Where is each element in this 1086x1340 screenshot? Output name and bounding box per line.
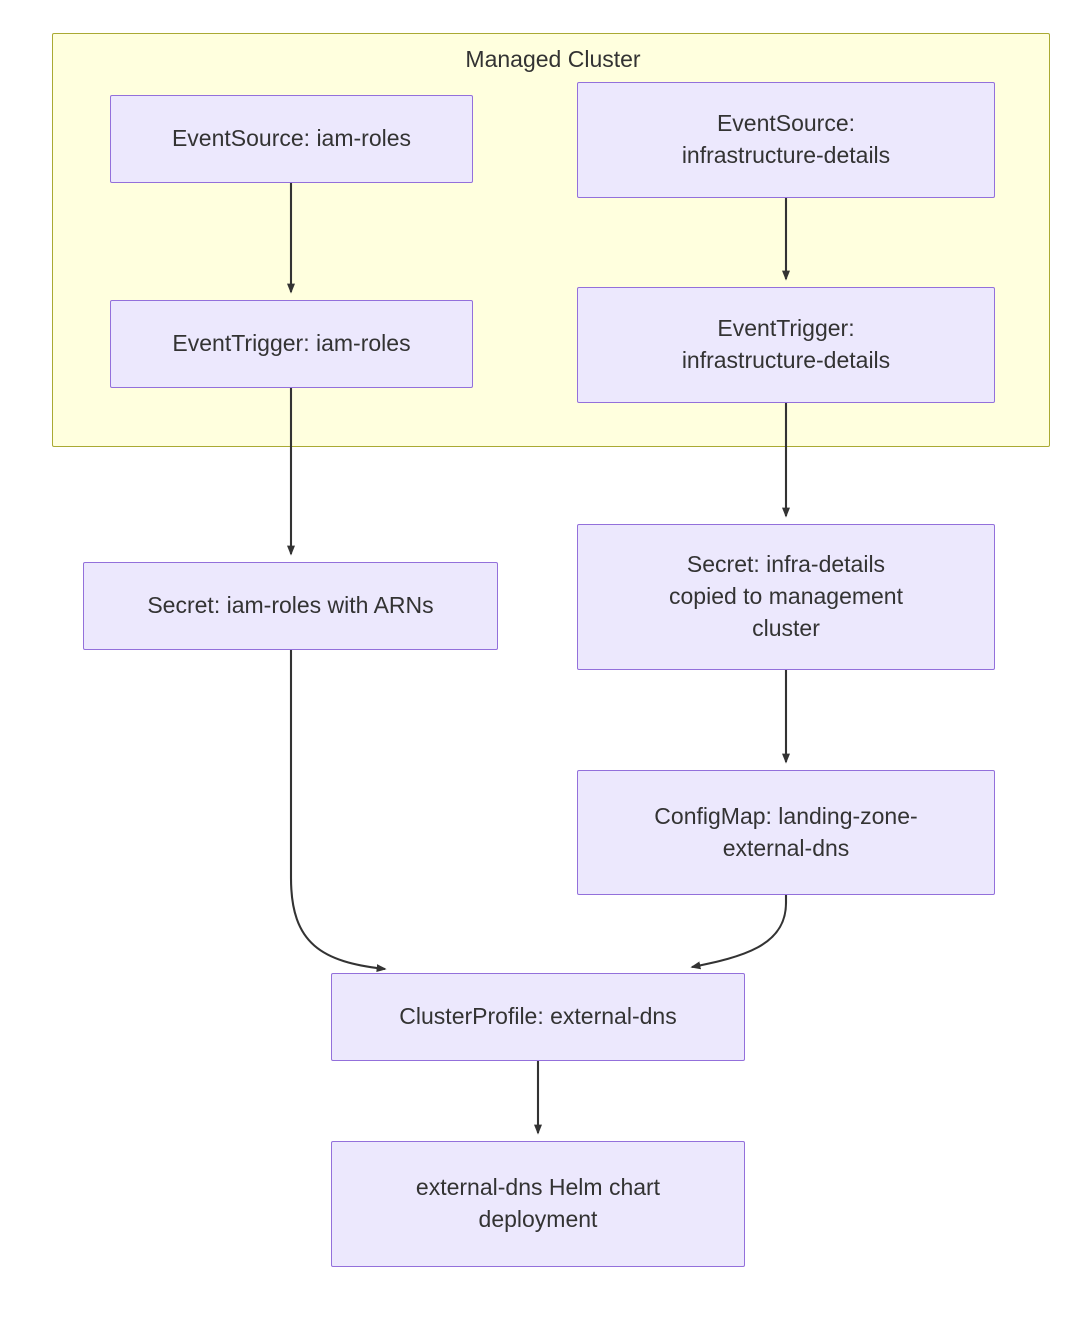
- edge-secret-iam-roles-to-clusterprofile: [289, 650, 387, 973]
- node-label: Secret: infra-details copied to manageme…: [669, 551, 903, 641]
- node-label: ConfigMap: landing-zone- external-dns: [654, 802, 918, 861]
- node-label: EventTrigger: infrastructure-details: [681, 315, 891, 373]
- node-label: EventTrigger: iam-roles: [172, 330, 411, 357]
- node-eventtrigger-iam-roles[interactable]: EventTrigger: iam-roles: [110, 300, 473, 388]
- node-eventsource-infrastructure-details[interactable]: EventSource: infrastructure-details: [577, 82, 995, 198]
- node-configmap-landing-zone-external-dns[interactable]: ConfigMap: landing-zone- external-dns: [577, 770, 995, 895]
- node-label: EventSource: iam-roles: [171, 125, 412, 152]
- node-clusterprofile-external-dns[interactable]: ClusterProfile: external-dns: [331, 973, 745, 1061]
- node-label: ClusterProfile: external-dns: [399, 1003, 677, 1030]
- node-label: EventSource: infrastructure-details: [681, 110, 891, 168]
- node-external-dns-helm-chart-deployment[interactable]: external-dns Helm chart deployment: [331, 1141, 745, 1267]
- node-eventtrigger-infrastructure-details[interactable]: EventTrigger: infrastructure-details: [577, 287, 995, 403]
- node-eventsource-iam-roles[interactable]: EventSource: iam-roles: [110, 95, 473, 183]
- node-secret-iam-roles[interactable]: Secret: iam-roles with ARNs: [83, 562, 498, 650]
- edge-configmap-to-clusterprofile: [690, 895, 788, 970]
- cluster-title-managed-cluster: Managed Cluster: [465, 46, 641, 72]
- node-label: external-dns Helm chart deployment: [415, 1174, 661, 1232]
- node-label: Secret: iam-roles with ARNs: [147, 592, 434, 619]
- node-secret-infra-details[interactable]: Secret: infra-details copied to manageme…: [577, 524, 995, 670]
